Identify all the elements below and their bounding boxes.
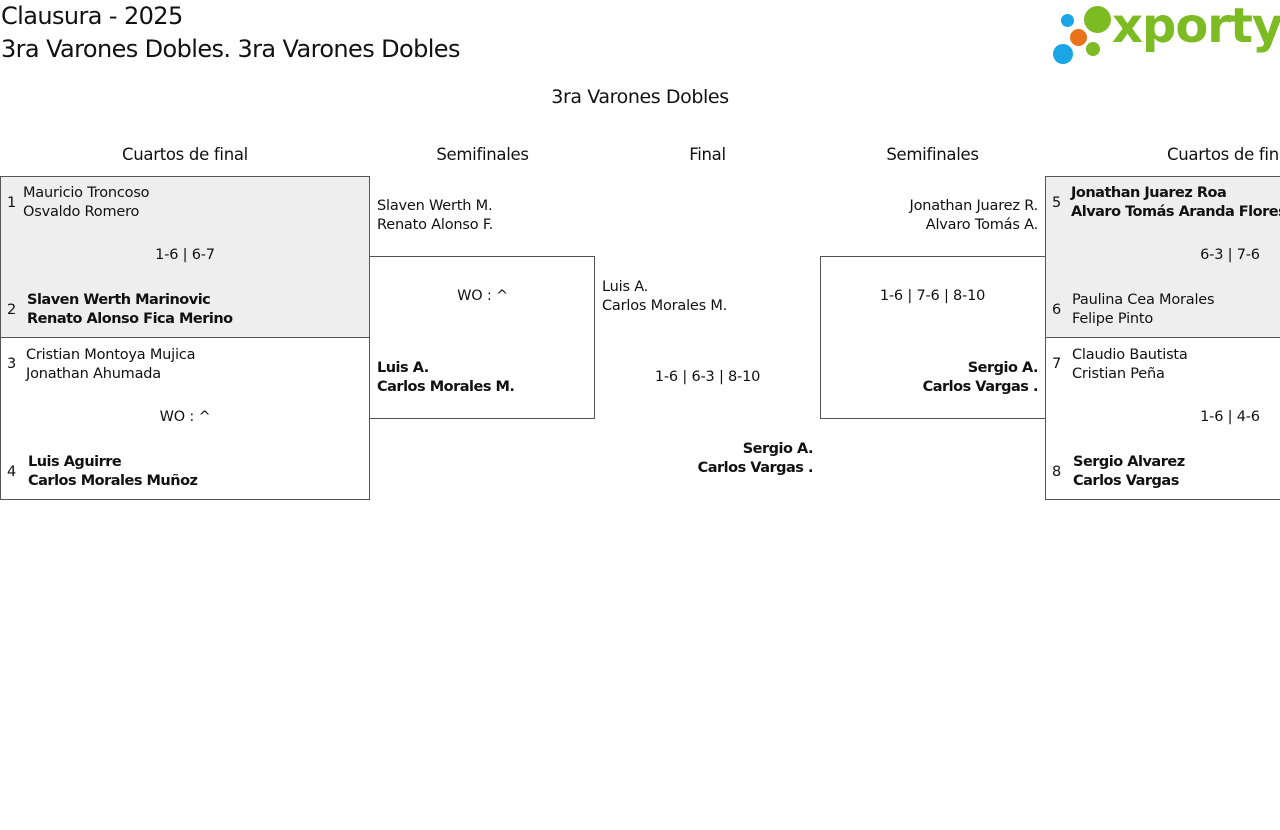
logo-dot-green: [1084, 6, 1111, 33]
team-1-player-1: Mauricio Troncoso: [23, 185, 150, 201]
final-team-top-player-2: Carlos Morales M.: [602, 298, 728, 314]
tournament-title: Clausura - 2025: [1, 2, 183, 30]
match-score: 6-3 | 7-6: [1200, 247, 1260, 263]
team-6-player-1: Paulina Cea Morales: [1072, 292, 1215, 308]
logo-dot-blue-small: [1061, 14, 1074, 27]
team-8-player-2: Carlos Vargas: [1073, 473, 1179, 489]
seed-3: 3: [7, 356, 17, 372]
team-6-player-2: Felipe Pinto: [1072, 311, 1154, 327]
semi-right-team-top-player-2: Alvaro Tomás A.: [925, 217, 1038, 233]
team-3-player-1: Cristian Montoya Mujica: [26, 347, 196, 363]
match-score: WO : ^: [159, 409, 211, 425]
final-score: 1-6 | 6-3 | 8-10: [654, 369, 761, 385]
team-8-player-1: Sergio Alvarez: [1073, 454, 1185, 470]
round-header-left-semis: Semifinales: [436, 145, 529, 164]
round-header-final: Final: [689, 145, 726, 164]
semi-left-team-bottom-player-2: Carlos Morales M.: [377, 379, 515, 395]
team-4-player-2: Carlos Morales Muñoz: [28, 473, 198, 489]
seed-1: 1: [7, 195, 17, 211]
match-score: WO : ^: [457, 288, 508, 304]
team-4-player-1: Luis Aguirre: [28, 454, 122, 470]
round-header-right-semis: Semifinales: [886, 145, 979, 164]
draw-title: 3ra Varones Dobles: [551, 86, 729, 108]
team-5-player-2: Alvaro Tomás Aranda Flores: [1071, 204, 1280, 220]
match-score: 1-6 | 4-6: [1200, 409, 1260, 425]
team-3-player-2: Jonathan Ahumada: [26, 366, 161, 382]
team-1-player-2: Osvaldo Romero: [23, 204, 140, 220]
match-score: 1-6 | 7-6 | 8-10: [879, 288, 986, 304]
match-right-qf-2[interactable]: [1045, 337, 1280, 500]
round-header-right-quarters: Cuartos de final: [1167, 145, 1280, 164]
semi-right-team-bottom-player-1: Sergio A.: [967, 360, 1039, 376]
category-title: 3ra Varones Dobles. 3ra Varones Dobles: [1, 35, 460, 63]
semi-right-team-top-player-1: Jonathan Juarez R.: [909, 198, 1039, 214]
seed-2: 2: [7, 302, 17, 318]
final-team-top-player-1: Luis A.: [602, 279, 649, 295]
semi-left-team-top-player-2: Renato Alonso F.: [377, 217, 494, 233]
logo-wordmark: xporty: [1112, 0, 1280, 54]
seed-6: 6: [1052, 302, 1062, 318]
team-2-player-2: Renato Alonso Fica Merino: [27, 311, 233, 327]
team-7-player-2: Cristian Peña: [1072, 366, 1165, 382]
team-7-player-1: Claudio Bautista: [1072, 347, 1188, 363]
logo-dot-blue: [1053, 44, 1073, 64]
semi-right-team-bottom-player-2: Carlos Vargas .: [922, 379, 1039, 395]
logo-dot-orange: [1070, 29, 1087, 46]
semi-left-team-bottom-player-1: Luis A.: [377, 360, 429, 376]
seed-7: 7: [1052, 356, 1062, 372]
match-left-semi[interactable]: [369, 256, 595, 419]
semi-left-team-top-player-1: Slaven Werth M.: [377, 198, 493, 214]
seed-4: 4: [7, 464, 17, 480]
seed-5: 5: [1052, 195, 1062, 211]
final-team-bottom-player-2: Carlos Vargas .: [697, 460, 814, 476]
logo-dot-green-small: [1086, 42, 1100, 56]
team-2-player-1: Slaven Werth Marinovic: [27, 292, 211, 308]
team-5-player-1: Jonathan Juarez Roa: [1071, 185, 1227, 201]
round-header-left-quarters: Cuartos de final: [122, 145, 248, 164]
xporty-logo[interactable]: xporty: [1052, 0, 1280, 66]
final-team-bottom-player-1: Sergio A.: [742, 441, 814, 457]
match-right-qf-1[interactable]: [1045, 176, 1280, 338]
match-left-qf-1[interactable]: [0, 176, 370, 338]
seed-8: 8: [1052, 464, 1062, 480]
match-score: 1-6 | 6-7: [155, 247, 215, 263]
